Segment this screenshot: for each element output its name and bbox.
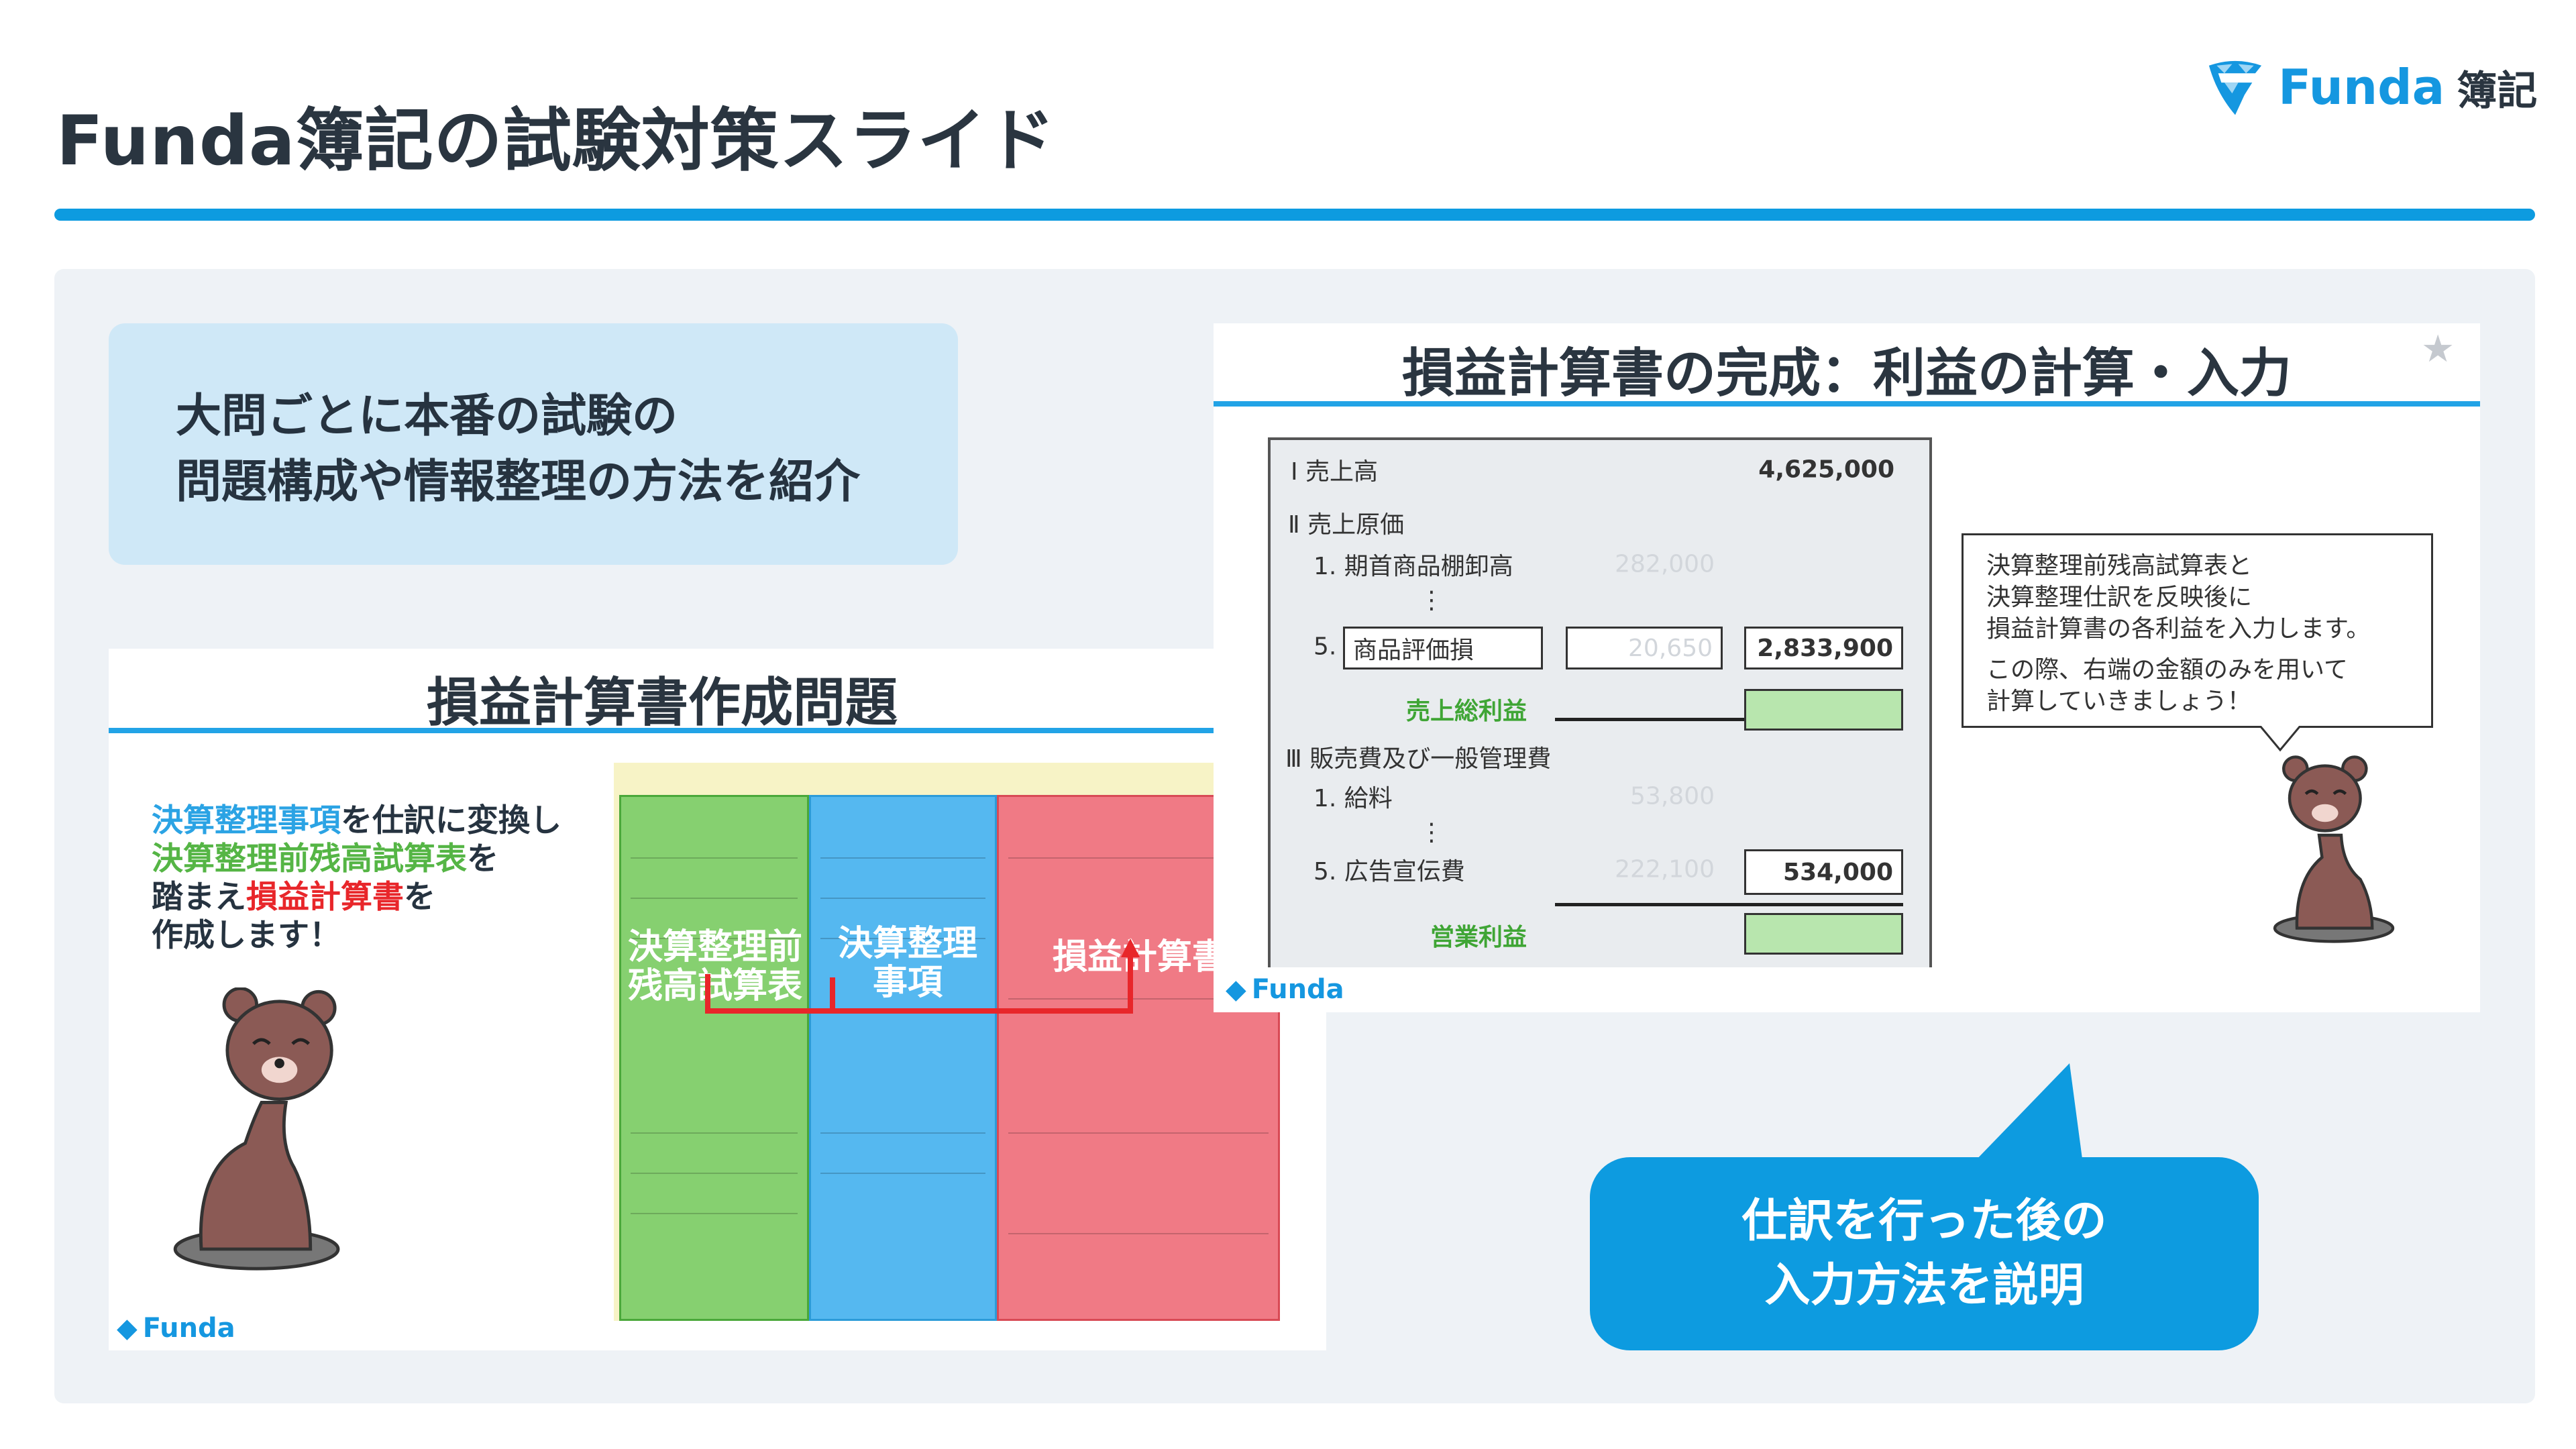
operating-profit-input[interactable] — [1744, 913, 1903, 955]
bubble-tail-icon — [2260, 726, 2300, 752]
bubble-line: 決算整理仕訳を反映後に — [1986, 584, 2253, 611]
item-number: 5. — [1313, 633, 1337, 661]
callout-line-2: 入力方法を説明 — [1764, 1259, 2084, 1312]
cogs-total-field[interactable]: 2,833,900 — [1744, 627, 1903, 669]
left-slide-description: 決算整理事項を仕訳に変換し 決算整理前残高試算表を 踏まえ損益計算書を 作成しま… — [152, 802, 561, 955]
logo-text: Funda — [142, 1313, 235, 1344]
sales-value: 4,625,000 — [1758, 455, 1894, 484]
sga-label: Ⅲ 販売費及び一般管理費 — [1285, 745, 1552, 773]
valuation-loss-label-field[interactable]: 商品評価損 — [1343, 627, 1543, 669]
gross-profit-label: 売上総利益 — [1405, 698, 1527, 725]
right-slide-thumbnail: 損益計算書の完成：利益の計算・入力 ★ Ⅰ 売上高 4,625,000 Ⅱ 売上… — [1214, 323, 2480, 1012]
operating-profit-label: 営業利益 — [1430, 924, 1527, 951]
logo-brand: Funda — [2278, 59, 2445, 115]
bubble-line: この際、右端の金額のみを用いて — [1986, 656, 2348, 684]
explanation-speech-bubble: 決算整理前残高試算表と 決算整理仕訳を反映後に 損益計算書の各利益を入力します。… — [1962, 533, 2433, 728]
salary-label: 1. 給料 — [1313, 785, 1393, 812]
text: 作成します！ — [152, 917, 341, 954]
text-blue: 決算整理事項 — [152, 802, 341, 839]
ellipsis: ⋮ — [1419, 818, 1444, 847]
gross-profit-input[interactable] — [1744, 689, 1903, 731]
logo-text: Funda — [1251, 974, 1344, 1005]
opening-inventory-label: 1. 期首商品棚卸高 — [1313, 553, 1513, 580]
funda-logo-small: ◆Funda — [117, 1313, 235, 1344]
right-slide-title: 損益計算書の完成：利益の計算・入力 — [1401, 343, 2292, 404]
text: を — [404, 879, 435, 916]
intro-line-2: 問題構成や情報整理の方法を紹介 — [176, 455, 861, 508]
advertising-label: 5. 広告宣伝費 — [1313, 858, 1465, 885]
intro-line-1: 大問ごとに本番の試験の — [176, 390, 678, 443]
bubble-line: 決算整理前残高試算表と — [1986, 552, 2253, 580]
callout-line-1: 仕訳を行った後の — [1741, 1195, 2107, 1248]
left-slide-thumbnail: 損益計算書作成問題 決算整理事項を仕訳に変換し 決算整理前残高試算表を 踏まえ損… — [109, 649, 1326, 1350]
adjustments-label: 決算整理事項 — [838, 924, 978, 1003]
sum-line — [1555, 903, 1903, 906]
intro-box: 大問ごとに本番の試験の 問題構成や情報整理の方法を紹介 — [109, 323, 958, 565]
bear-mascot-icon — [2273, 755, 2395, 943]
text: を仕訳に変換し — [341, 802, 561, 839]
page-title: Funda簿記の試験対策スライド — [56, 101, 1056, 181]
bubble-line: 計算していきましょう！ — [1986, 688, 2251, 715]
callout-box: 仕訳を行った後の 入力方法を説明 — [1590, 1157, 2259, 1350]
cogs-label: Ⅱ 売上原価 — [1288, 511, 1405, 539]
valuation-loss-amount-field[interactable]: 20,650 — [1566, 627, 1723, 669]
sales-label: Ⅰ 売上高 — [1291, 458, 1379, 486]
income-statement-label: 損益計算書 — [1053, 937, 1228, 977]
income-statement-form: Ⅰ 売上高 4,625,000 Ⅱ 売上原価 1. 期首商品棚卸高 282,00… — [1268, 437, 1932, 967]
left-slide-title-underline — [109, 728, 1216, 733]
bear-mascot-icon — [173, 987, 340, 1271]
text-red: 損益計算書 — [246, 879, 404, 916]
bubble-line: 損益計算書の各利益を入力します。 — [1986, 615, 2371, 643]
opening-inventory-value: 282,000 — [1615, 550, 1715, 578]
text: 踏まえ — [152, 879, 246, 916]
funda-diamond-icon: ◆ — [1226, 974, 1246, 1005]
ellipsis: ⋮ — [1419, 586, 1444, 614]
sum-line — [1555, 718, 1903, 721]
flow-arrow-icon — [705, 938, 1140, 1014]
advertising-value: 222,100 — [1615, 855, 1715, 883]
text: を — [467, 841, 498, 877]
funda-boki-logo: Funda 簿記 — [2204, 56, 2537, 118]
funda-logo-small: ◆Funda — [1226, 974, 1344, 1005]
right-slide-title-underline — [1214, 401, 2480, 407]
trial-balance-label: 決算整理前残高試算表 — [628, 927, 803, 1006]
left-slide-title: 損益計算書作成問題 — [426, 673, 898, 733]
funda-diamond-icon — [2208, 60, 2262, 115]
star-icon[interactable]: ★ — [2421, 327, 2455, 371]
logo-suffix: 簿記 — [2457, 67, 2538, 115]
salary-value: 53,800 — [1630, 782, 1715, 810]
sga-total-field[interactable]: 534,000 — [1744, 849, 1903, 895]
exam-layout-overview: 決算整理前残高試算表 決算整理事項 損益計算書 — [614, 763, 1280, 1321]
trial-balance-panel: 決算整理前残高試算表 — [619, 795, 809, 1321]
callout-pointer-icon — [1972, 1063, 2083, 1164]
funda-diamond-icon: ◆ — [117, 1313, 138, 1344]
header-divider — [54, 209, 2535, 221]
adjustments-panel: 決算整理事項 — [809, 795, 997, 1321]
text-green: 決算整理前残高試算表 — [152, 841, 467, 877]
